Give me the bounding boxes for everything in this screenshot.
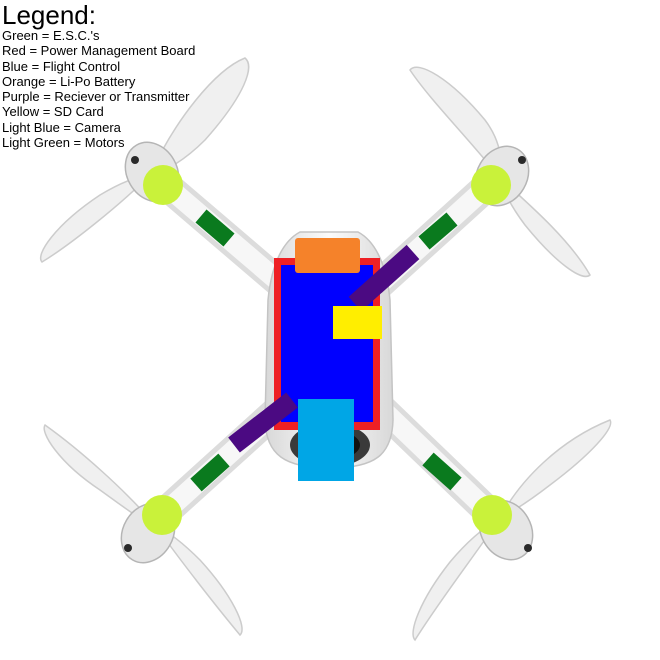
sd-card [333,306,382,339]
legend-entry-receiver: Purple = Reciever or Transmitter [2,89,190,105]
legend: Legend: Green = E.S.C.'s Red = Power Man… [2,2,195,150]
legend-entry-camera: Light Blue = Camera [2,119,121,135]
legend-entry-flight-control: Blue = Flight Control [2,58,121,74]
legend-entry-motors: Light Green = Motors [2,135,125,151]
li-po-battery [295,238,360,273]
propeller-front-left [40,57,250,263]
propeller-front-right [409,66,591,278]
legend-entry-sd-card: Yellow = SD Card [2,104,104,120]
legend-entry-power-board: Red = Power Management Board [2,43,196,59]
legend-entry-esc: Green = E.S.C.'s [2,28,100,43]
propeller-rear-left [43,423,243,637]
receiver-transmitters [228,244,420,453]
legend-title: Legend: [2,0,96,30]
escs [190,209,462,492]
camera [298,399,354,481]
propeller-rear-right [412,419,612,642]
legend-entry-battery: Orange = Li-Po Battery [2,73,136,89]
motors [142,165,512,535]
motor-housing-details [124,156,532,552]
